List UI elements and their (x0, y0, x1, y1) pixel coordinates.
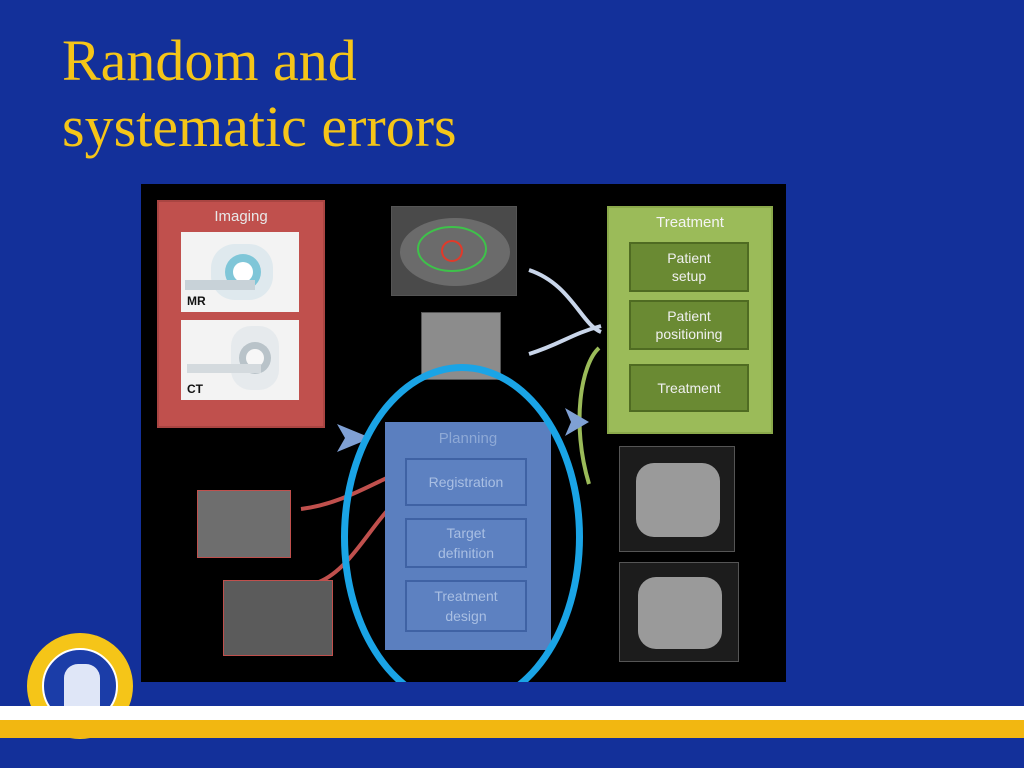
mr-label: MR (187, 294, 206, 308)
planning-label: Planning (438, 430, 498, 447)
footer-stripe-white (0, 706, 1024, 720)
ct-scanner-icon (187, 326, 279, 390)
treatment-step-patient-positioning: Patient positioning (629, 300, 749, 350)
ct-pelvis-slice (223, 580, 333, 656)
treatment-step-patient-setup: Patient setup (629, 242, 749, 292)
mr-scanner-image: MR (181, 232, 299, 312)
title-line-1: Random and (62, 28, 357, 93)
planning-step-treatment-design: Treatment design (405, 580, 527, 632)
planning-step-target-definition: Target definition (405, 518, 527, 568)
arrow-ct-to-planning-1 (300, 472, 397, 511)
treatment-step-treatment: Treatment (629, 364, 749, 412)
arrow-planning-to-treatment (577, 346, 601, 485)
cbct-slice-2 (619, 562, 739, 662)
arrow-scan-to-treatment-1 (528, 268, 602, 334)
planning-panel: Planning Registration Target definition … (385, 422, 551, 650)
imaging-panel: Imaging MR CT (157, 200, 325, 428)
imaging-label: Imaging (214, 208, 268, 225)
workflow-diagram: Imaging MR CT (141, 184, 786, 682)
planning-step-registration: Registration (405, 458, 527, 506)
ct-scanner-image: CT (181, 320, 299, 400)
treatment-panel: Treatment Patient setup Patient position… (607, 206, 773, 434)
arrow-head-planning (337, 424, 371, 452)
seal-figure-icon (64, 664, 100, 710)
slide-title: Random and systematic errors (62, 28, 762, 160)
ct-label: CT (187, 382, 203, 396)
mr-pelvis-slice (197, 490, 291, 558)
ct-slice-contours (391, 206, 517, 296)
treatment-label: Treatment (656, 214, 724, 231)
footer-stripe-yellow (0, 720, 1024, 738)
arrow-scan-to-treatment-2 (528, 324, 602, 356)
drr-image (421, 312, 501, 380)
arrow-head-treatment (565, 408, 589, 436)
title-line-2: systematic errors (62, 94, 457, 159)
cbct-slice-1 (619, 446, 735, 552)
mr-scanner-icon (185, 244, 273, 300)
